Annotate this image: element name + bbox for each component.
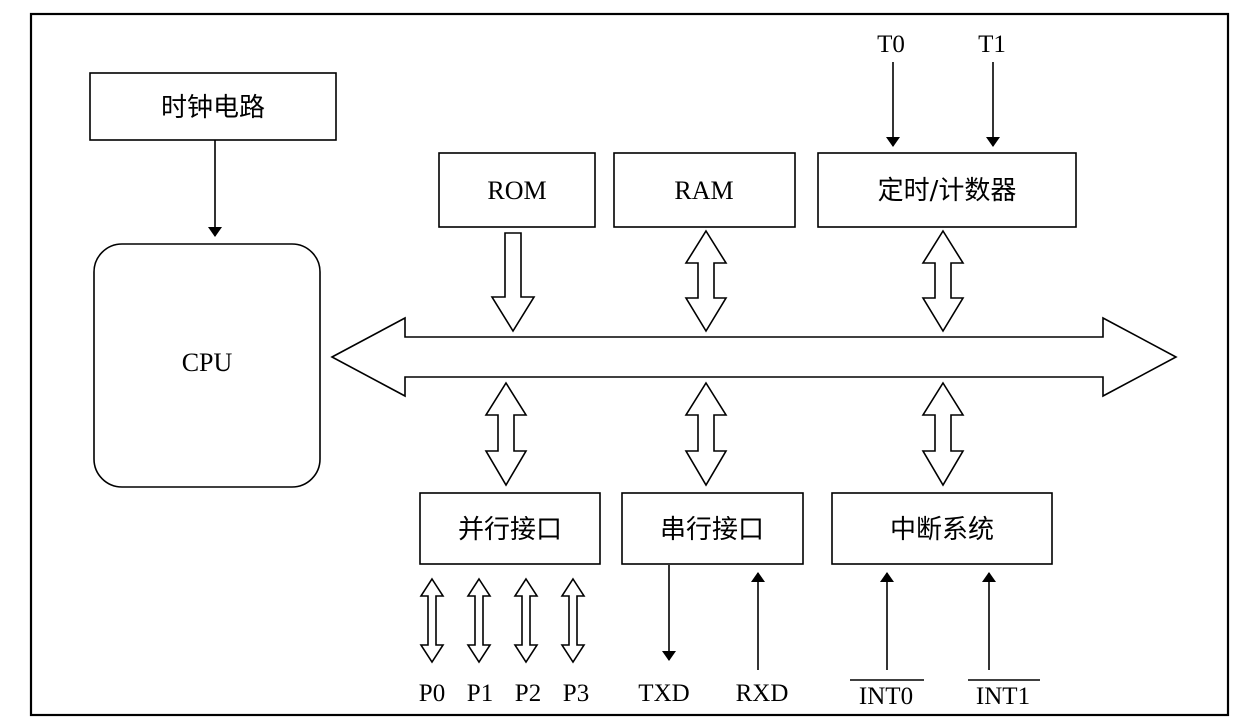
t1-label: T1 — [978, 31, 1006, 58]
interrupt-system-block: 中断系统 — [831, 492, 1053, 565]
interrupt-system-label: 中断系统 — [890, 515, 994, 545]
serial-interface-block: 串行接口 — [621, 492, 804, 565]
txd-label: TXD — [638, 680, 689, 707]
serial-bus-arrow — [684, 381, 728, 487]
p2-label: P2 — [515, 680, 541, 707]
serial-interface-label: 串行接口 — [660, 515, 764, 545]
int0-label: INT0 — [859, 683, 913, 710]
cpu-block: CPU — [93, 243, 321, 488]
parallel-interface-label: 并行接口 — [458, 515, 562, 545]
clock-block: 时钟电路 — [89, 72, 337, 141]
int1-label: INT1 — [976, 683, 1030, 710]
p3-label: P3 — [563, 680, 589, 707]
rom-block: ROM — [438, 152, 596, 228]
ram-label: RAM — [674, 176, 733, 205]
interrupt-bus-arrow — [921, 381, 965, 487]
p1-label: P1 — [467, 680, 493, 707]
ram-bus-arrow — [684, 229, 728, 333]
timer-bus-arrow — [921, 229, 965, 333]
parallel-bus-arrow — [484, 381, 528, 487]
clock-label: 时钟电路 — [161, 93, 265, 123]
ram-block: RAM — [613, 152, 796, 228]
timer-counter-block: 定时/计数器 — [817, 152, 1077, 228]
rom-to-bus-arrow — [490, 232, 536, 333]
timer-counter-label: 定时/计数器 — [878, 176, 1017, 206]
cpu-label: CPU — [182, 348, 233, 377]
parallel-interface-block: 并行接口 — [419, 492, 601, 565]
rom-label: ROM — [487, 176, 546, 205]
p1-port-arrow — [466, 577, 492, 664]
t0-label: T0 — [877, 31, 905, 58]
p0-port-arrow — [419, 577, 445, 664]
outer-frame — [29, 12, 1230, 717]
system-bus-arrow — [330, 316, 1178, 398]
p0-label: P0 — [419, 680, 445, 707]
rxd-label: RXD — [736, 680, 789, 707]
p2-port-arrow — [513, 577, 539, 664]
p3-port-arrow — [560, 577, 586, 664]
